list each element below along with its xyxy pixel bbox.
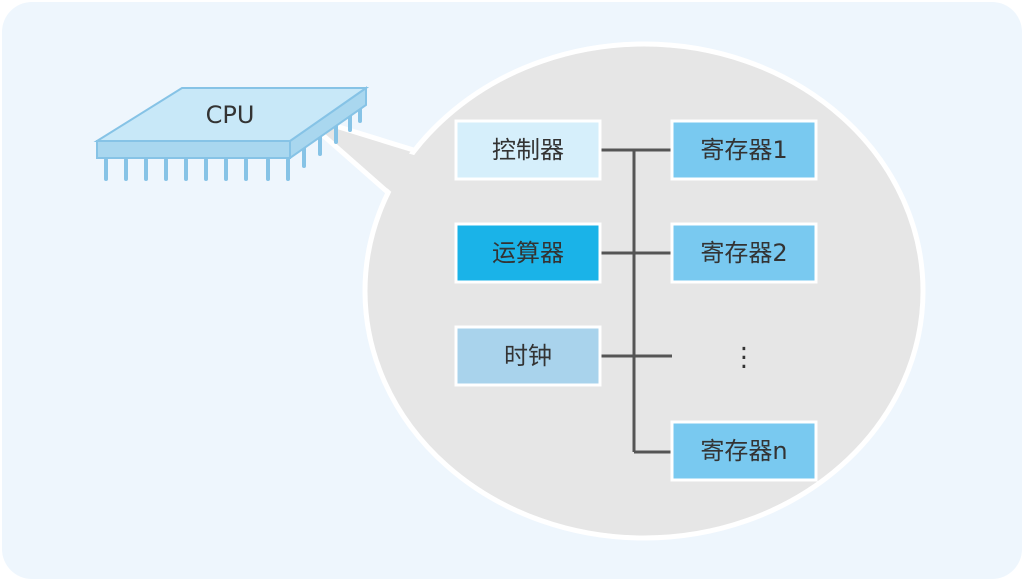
clock-box xyxy=(454,325,602,387)
bubble-seam-cover xyxy=(322,128,424,198)
chip-top-face xyxy=(93,87,370,142)
bubble-ellipse xyxy=(362,41,926,541)
register-n-label: 寄存器n xyxy=(700,437,787,465)
register-1-box xyxy=(670,119,818,181)
cpu-chip-icon: CPU xyxy=(93,86,370,181)
controller-box xyxy=(454,119,602,181)
component-clock: 时钟 xyxy=(454,325,602,387)
bus-lines xyxy=(600,148,672,454)
register-2: 寄存器2 xyxy=(670,222,818,284)
register-1-label: 寄存器1 xyxy=(700,136,787,164)
register-ellipsis: ⋮ xyxy=(731,343,757,373)
component-alu: 运算器 xyxy=(454,222,602,284)
controller-label: 控制器 xyxy=(492,136,564,164)
chip-front-face xyxy=(96,140,291,159)
register-n: 寄存器n xyxy=(670,420,818,482)
register-n-box xyxy=(670,420,818,482)
clock-label: 时钟 xyxy=(504,342,552,370)
register-2-label: 寄存器2 xyxy=(700,239,787,267)
component-controller: 控制器 xyxy=(454,119,602,181)
alu-label: 运算器 xyxy=(492,239,564,267)
cpu-label: CPU xyxy=(206,101,255,129)
register-1: 寄存器1 xyxy=(670,119,818,181)
register-2-box xyxy=(670,222,818,284)
alu-box xyxy=(454,222,602,284)
